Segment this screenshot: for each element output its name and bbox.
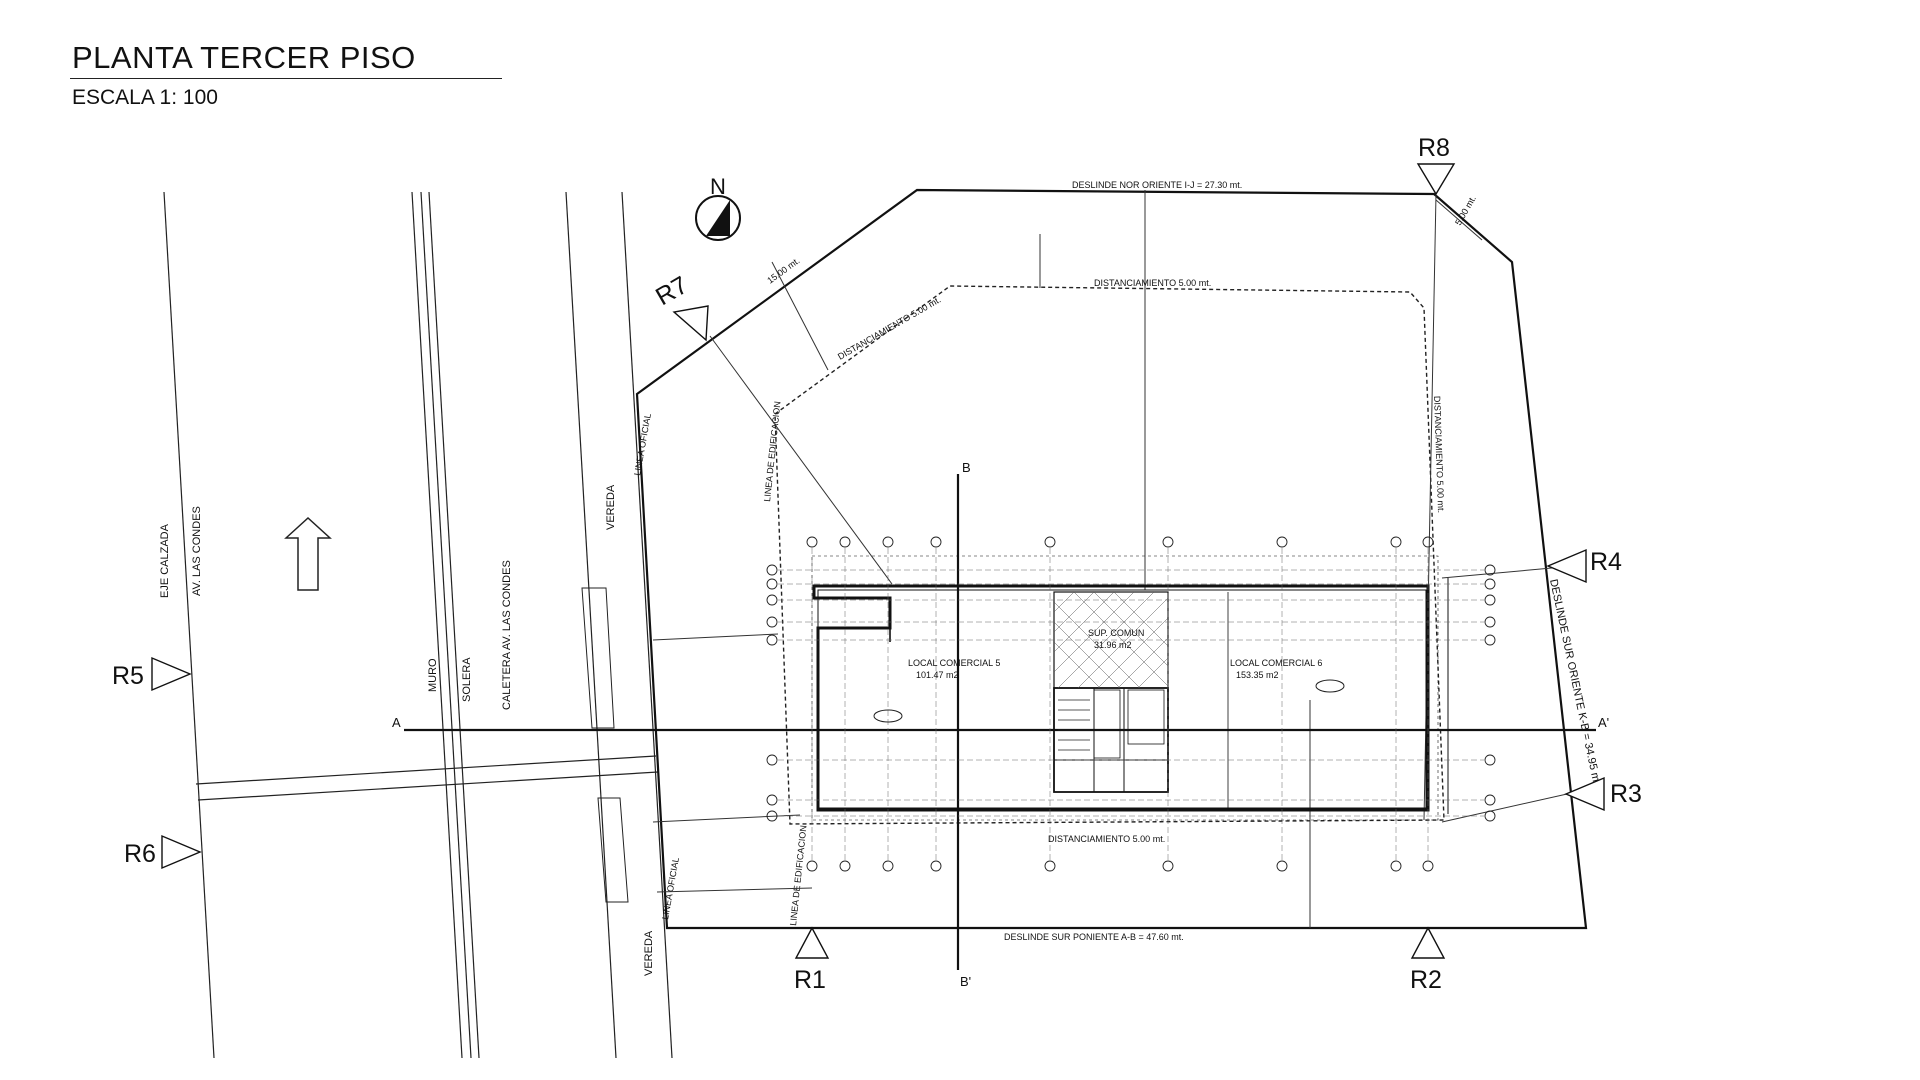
- grid-bubble-right-2: [1484, 594, 1496, 606]
- site-boundary: [635, 188, 1588, 930]
- reference-lines: [652, 190, 1577, 928]
- reference-label-r8: R8: [1418, 134, 1450, 162]
- solera-label: SOLERA: [461, 657, 473, 702]
- grid-bubble-top-7: [1390, 536, 1402, 548]
- grid-bubble-top-5: [1162, 536, 1174, 548]
- grid-bubble-left-2: [766, 594, 778, 606]
- reference-triangle-r2: [1410, 926, 1446, 959]
- grid-bubble-bottom-0: [806, 860, 818, 872]
- reference-label-r2: R2: [1410, 966, 1442, 994]
- grid-bubble-top-1: [839, 536, 851, 548]
- setback-left-label: DISTANCIAMIENTO 5.00 mt.: [836, 294, 943, 361]
- grid-bubble-left-1: [766, 578, 778, 590]
- grid-bubble-right-4: [1484, 634, 1496, 646]
- grid-bubble-right-6: [1484, 794, 1496, 806]
- grid-bubble-left-5: [766, 754, 778, 766]
- reference-triangle-r3: [1564, 776, 1605, 812]
- vereda-bottom-label: VEREDA: [643, 930, 655, 976]
- grid-bubble-right-5: [1484, 754, 1496, 766]
- grid-bubble-bottom-8: [1422, 860, 1434, 872]
- local6-area: 153.35 m2: [1236, 670, 1279, 680]
- north-label: N: [710, 174, 726, 199]
- grid-bubble-bottom-4: [1044, 860, 1056, 872]
- local5-name: LOCAL COMERCIAL 5: [908, 658, 1000, 668]
- grid-bubble-right-3: [1484, 616, 1496, 628]
- linea-edificacion-top-label: LINEA DE EDIFICACION: [762, 401, 783, 503]
- grid-bubble-left-6: [766, 794, 778, 806]
- vereda-top-label: VEREDA: [605, 484, 617, 530]
- section-b-label: B: [962, 460, 971, 475]
- area-markers: [873, 679, 1345, 723]
- local6-name: LOCAL COMERCIAL 6: [1230, 658, 1322, 668]
- section-lines: [404, 474, 1596, 970]
- building: [811, 555, 1449, 821]
- north-arrow-icon: N: [695, 174, 741, 241]
- boundary-sur-oriente-label: DESLINDE SUR ORIENTE K-B = 34.95 mt.: [1547, 578, 1603, 789]
- reference-label-r4: R4: [1590, 548, 1622, 576]
- caletera-label: CALETERA AV. LAS CONDES: [501, 560, 513, 710]
- reference-triangle-r4: [1546, 548, 1587, 584]
- reference-label-r3: R3: [1610, 780, 1642, 808]
- stair: [1058, 699, 1090, 751]
- grid-bubble-bottom-5: [1162, 860, 1174, 872]
- grid-bubble-bottom-6: [1276, 860, 1288, 872]
- reference-label-r5: R5: [112, 662, 144, 690]
- grid-bubble-top-8: [1422, 536, 1434, 548]
- section-b-prime-label: B': [960, 974, 971, 989]
- reference-label-r6: R6: [124, 840, 156, 868]
- reference-label-r7: R7: [651, 271, 693, 311]
- comun-area: 31.96 m2: [1094, 640, 1132, 650]
- section-a-label: A: [392, 715, 401, 730]
- grid-bubble-top-0: [806, 536, 818, 548]
- setback-right-label: DISTANCIAMIENTO 5.00 mt.: [1432, 396, 1446, 513]
- grid-bubble-left-7: [766, 810, 778, 822]
- column-grid: [766, 536, 1496, 872]
- muro-label: MURO: [427, 658, 439, 692]
- reference-triangle-r5: [151, 656, 192, 692]
- linea-edificacion-bottom-label: LINEA DE EDIFICACION: [788, 825, 809, 927]
- grid-bubble-bottom-3: [930, 860, 942, 872]
- grid-bubble-left-0: [766, 564, 778, 576]
- reference-triangle-r7: [672, 305, 709, 342]
- grid-bubble-top-2: [882, 536, 894, 548]
- grid-bubble-right-0: [1484, 564, 1496, 576]
- grid-bubble-bottom-1: [839, 860, 851, 872]
- drawing-scale: ESCALA 1: 100: [72, 86, 218, 109]
- local5-area: 101.47 m2: [916, 670, 959, 680]
- traffic-arrow-icon: [284, 516, 332, 591]
- dim-left-label: 15.00 mt.: [765, 255, 801, 285]
- drawing-title: PLANTA TERCER PISO: [72, 40, 416, 75]
- boundary-sur-poniente-label: DESLINDE SUR PONIENTE A-B = 47.60 mt.: [1004, 932, 1184, 942]
- setback-top-label: DISTANCIAMIENTO 5.00 mt.: [1094, 278, 1211, 288]
- boundary-nor-oriente-label: DESLINDE NOR ORIENTE I-J = 27.30 mt.: [1072, 180, 1242, 190]
- reference-label-r1: R1: [794, 966, 826, 994]
- common-area-hatch: [1053, 591, 1169, 689]
- grid-bubble-bottom-2: [882, 860, 894, 872]
- comun-name: SUP. COMUN: [1088, 628, 1144, 638]
- street-lines: [163, 191, 673, 1059]
- grid-bubble-top-6: [1276, 536, 1288, 548]
- grid-bubble-left-3: [766, 616, 778, 628]
- av-las-condes-label: AV. LAS CONDES: [191, 506, 203, 596]
- section-a-prime-label: A': [1598, 715, 1609, 730]
- grid-bubble-right-1: [1484, 578, 1496, 590]
- grid-bubble-top-4: [1044, 536, 1056, 548]
- reference-triangle-r1: [794, 926, 830, 959]
- grid-bubble-right-7: [1484, 810, 1496, 822]
- grid-bubble-left-4: [766, 634, 778, 646]
- street-labels: EJE CALZADA AV. LAS CONDES MURO SOLERA C…: [159, 401, 809, 976]
- reference-triangle-r6: [161, 834, 202, 870]
- eje-calzada-label: EJE CALZADA: [159, 523, 171, 598]
- setback-line: [774, 285, 1445, 825]
- grid-bubble-top-3: [930, 536, 942, 548]
- grid-bubble-bottom-7: [1390, 860, 1402, 872]
- reference-triangle-r8: [1416, 163, 1456, 196]
- title-underline: [70, 78, 502, 79]
- setback-bottom-label: DISTANCIAMIENTO 5.00 mt.: [1048, 834, 1165, 844]
